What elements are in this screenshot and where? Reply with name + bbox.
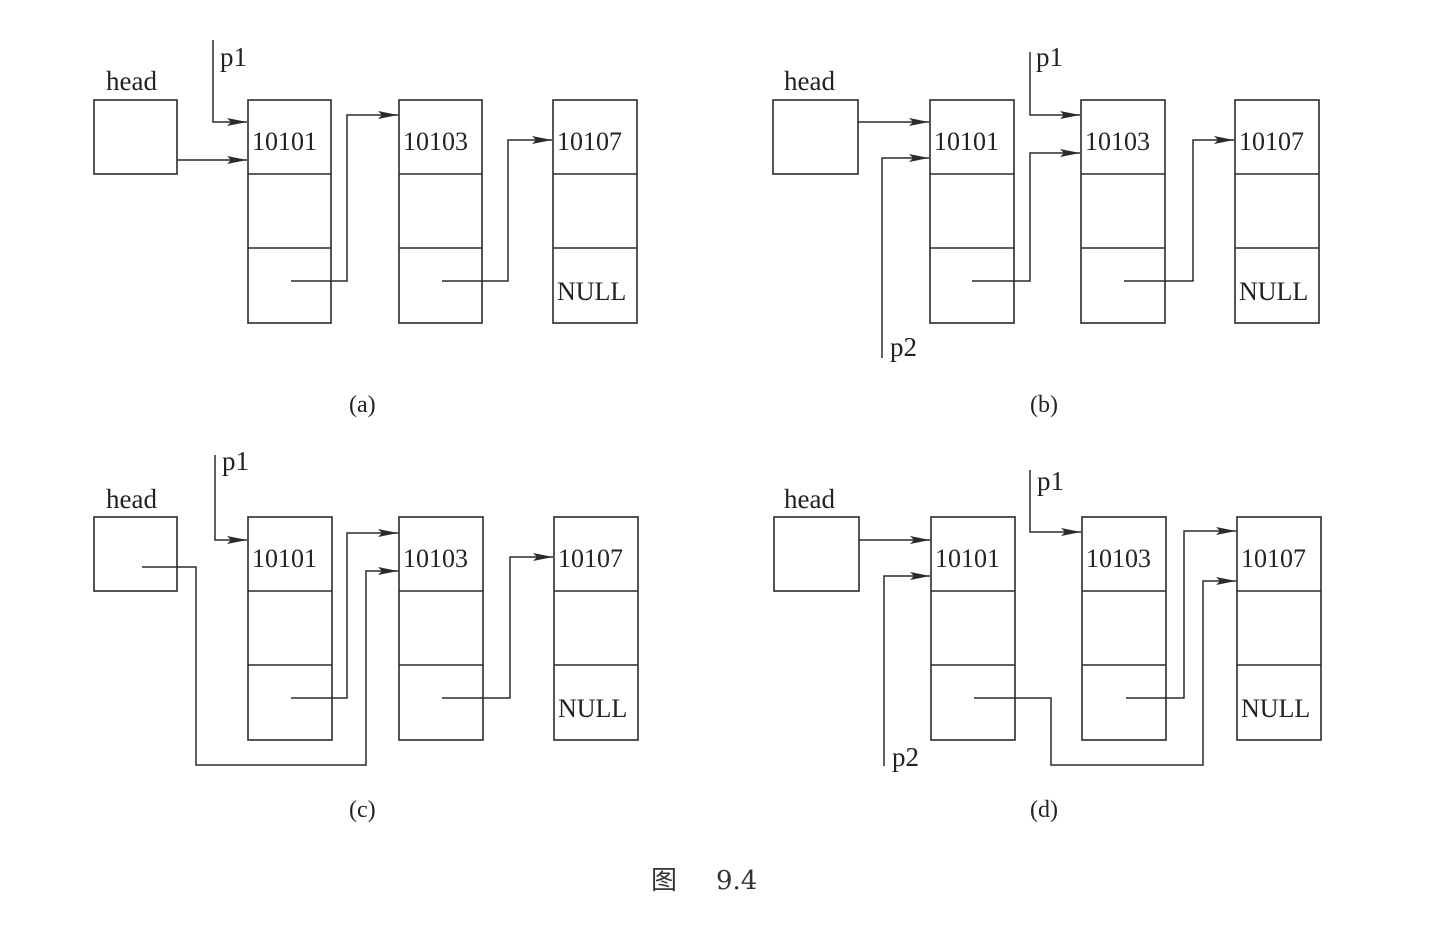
figure-caption-number: 9.4 <box>716 866 757 896</box>
pointer-label-p1: p1 <box>222 446 249 476</box>
node-1: 10101 <box>247 99 332 324</box>
next-link-arrow <box>974 577 1236 766</box>
p1-arrow <box>214 455 247 544</box>
node-value: 10107 <box>557 127 622 156</box>
next-link-arrow <box>1124 136 1234 282</box>
head-box <box>773 516 860 592</box>
node-value: 10107 <box>1239 127 1304 156</box>
head-label: head <box>784 66 835 96</box>
node-value: 10101 <box>252 544 317 573</box>
pointer-label-p2: p2 <box>890 332 917 362</box>
head-label: head <box>106 484 157 514</box>
next-link-arrow <box>442 553 553 699</box>
head-label: head <box>784 484 835 514</box>
head-box <box>93 99 178 175</box>
node-3: 10107 NULL <box>552 99 638 324</box>
head-box <box>772 99 859 175</box>
panel-caption: (b) <box>1030 392 1058 418</box>
pointer-label-p1: p1 <box>1036 42 1063 72</box>
null-label: NULL <box>557 277 626 306</box>
figure-caption-prefix: 图 <box>651 866 677 896</box>
node-value: 10103 <box>1086 544 1151 573</box>
head-box <box>93 516 178 592</box>
node-2: 10103 <box>398 99 483 324</box>
pointer-label-p1: p1 <box>1037 466 1064 496</box>
next-link-arrow <box>442 136 552 282</box>
node-1: 10101 <box>930 516 1016 741</box>
node-value: 10107 <box>558 544 623 573</box>
node-value: 10101 <box>935 544 1000 573</box>
panel-c: head 10101 10103 10107 NULL p1 (c) <box>93 446 639 823</box>
pointer-label-p1: p1 <box>220 42 247 72</box>
head-label: head <box>106 66 157 96</box>
node-2: 10103 <box>398 516 484 741</box>
node-value: 10103 <box>403 127 468 156</box>
head-arrow <box>142 566 398 766</box>
node-value: 10103 <box>1085 127 1150 156</box>
node-value: 10107 <box>1241 544 1306 573</box>
panel-caption: (a) <box>349 392 376 418</box>
node-2: 10103 <box>1080 99 1166 324</box>
next-link-arrow <box>291 111 398 282</box>
null-label: NULL <box>1241 694 1310 723</box>
p2-arrow <box>883 572 930 766</box>
node-3: 10107 NULL <box>1234 99 1320 324</box>
p1-arrow <box>1029 52 1080 119</box>
p1-arrow <box>1029 470 1081 536</box>
next-link-arrow <box>291 529 398 699</box>
next-link-arrow <box>1126 527 1236 699</box>
p2-arrow <box>881 154 929 358</box>
panel-caption: (c) <box>349 797 376 823</box>
next-link-arrow <box>972 149 1080 282</box>
node-value: 10103 <box>403 544 468 573</box>
pointer-label-p2: p2 <box>892 742 919 772</box>
panel-a: head 10101 10103 10107 NULL p1 (a) <box>93 40 638 418</box>
node-3: 10107 NULL <box>553 516 639 741</box>
node-1: 10101 <box>929 99 1015 324</box>
panel-b: head 10101 10103 10107 NULL p1 p2 (b) <box>772 42 1320 418</box>
node-value: 10101 <box>934 127 999 156</box>
node-1: 10101 <box>247 516 333 741</box>
null-label: NULL <box>1239 277 1308 306</box>
panel-d: head 10101 10103 10107 NULL p1 p2 (d) <box>773 466 1322 823</box>
node-2: 10103 <box>1081 516 1167 741</box>
null-label: NULL <box>558 694 627 723</box>
node-value: 10101 <box>252 127 317 156</box>
panel-caption: (d) <box>1030 797 1058 823</box>
p1-arrow <box>212 40 247 126</box>
node-3: 10107 NULL <box>1236 516 1322 741</box>
